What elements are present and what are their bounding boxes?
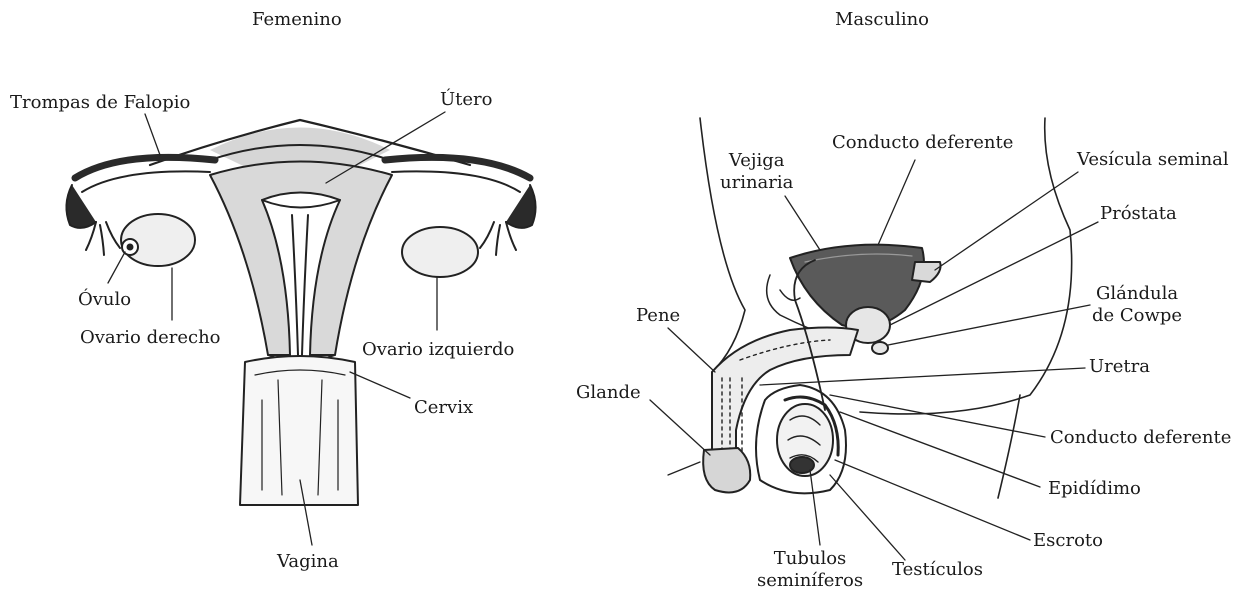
right-ovary-label: Ovario derecho xyxy=(80,328,221,348)
cowper-gland-label: Glándula de Cowpe xyxy=(1092,283,1182,327)
vas-deferens-bottom-label: Conducto deferente xyxy=(1050,428,1231,448)
left-ovary-label: Ovario izquierdo xyxy=(362,340,514,360)
scrotum-label: Escroto xyxy=(1033,531,1103,551)
male-reproductive-system-drawing xyxy=(650,118,1098,560)
urethra-label: Uretra xyxy=(1089,357,1150,377)
cowper-gland-label-line2: de Cowpe xyxy=(1092,305,1182,327)
ovum-label: Óvulo xyxy=(78,290,131,310)
vagina-label: Vagina xyxy=(277,552,339,572)
cervix-label: Cervix xyxy=(414,398,473,418)
seminiferous-tubules-label-line2: seminíferos xyxy=(757,570,863,592)
seminiferous-tubules-label-line1: Tubulos xyxy=(757,548,863,570)
seminiferous-tubules-label: Tubulos seminíferos xyxy=(757,548,863,592)
vas-deferens-top-label: Conducto deferente xyxy=(832,133,1013,153)
male-title: Masculino xyxy=(835,10,929,30)
uterus-label: Útero xyxy=(440,90,493,110)
seminal-vesicle-label: Vesícula seminal xyxy=(1077,150,1229,170)
bladder-label-line2: urinaria xyxy=(720,172,793,194)
penis-label: Pene xyxy=(636,306,680,326)
fallopian-tubes-label: Trompas de Falopio xyxy=(10,93,190,113)
glans-label: Glande xyxy=(576,383,641,403)
female-title: Femenino xyxy=(252,10,342,30)
testicles-label: Testículos xyxy=(892,560,983,580)
epididymis-label: Epidídimo xyxy=(1048,479,1141,499)
prostate-label: Próstata xyxy=(1100,204,1177,224)
bladder-label-line1: Vejiga xyxy=(720,150,793,172)
bladder-label: Vejiga urinaria xyxy=(720,150,793,194)
cowper-gland-label-line1: Glándula xyxy=(1092,283,1182,305)
